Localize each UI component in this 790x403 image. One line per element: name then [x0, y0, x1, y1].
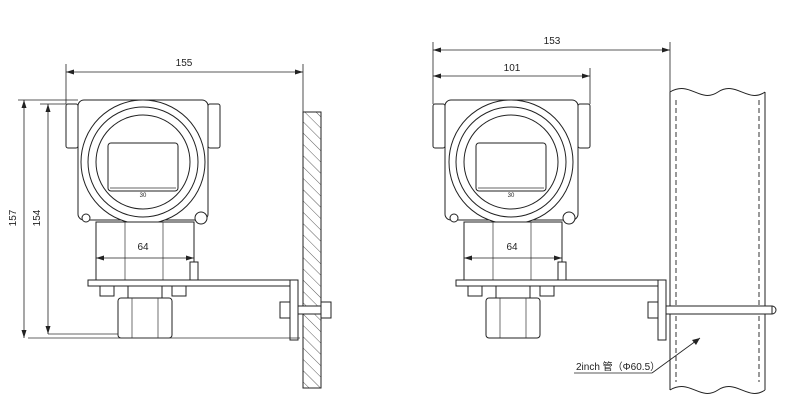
pipe-callout: 2inch 管（Φ60.5）: [574, 337, 701, 374]
dim-64-right-label: 64: [506, 242, 518, 253]
dimension-157: 157: [8, 99, 78, 338]
dimension-153: 153: [432, 36, 671, 104]
transmitter-housing: 30: [65, 99, 221, 225]
dimension-101: 101: [433, 63, 591, 104]
process-connection: [117, 285, 173, 339]
mounting-bracket: [87, 279, 332, 341]
dimension-154: 154: [32, 103, 66, 334]
dim-153-label: 153: [544, 36, 561, 47]
display-mark: 30: [140, 193, 147, 199]
display-mark-right: 30: [508, 193, 515, 199]
dim-64-left-label: 64: [137, 242, 149, 253]
dim-154-label: 154: [32, 209, 43, 226]
dimension-64-right: 64: [464, 242, 562, 261]
wall-mount-view: 30: [8, 58, 332, 389]
mounting-bracket-right: [455, 279, 777, 341]
display-window-right: [475, 142, 547, 192]
dim-101-label: 101: [504, 63, 521, 74]
dim-157-label: 157: [8, 209, 19, 226]
wall: [302, 111, 322, 389]
pipe-mount-view: 30: [432, 36, 777, 394]
pipe-label: 2inch 管（Φ60.5）: [576, 360, 660, 373]
pipe: [669, 88, 766, 394]
dimension-64-left: 64: [96, 242, 194, 261]
transmitter-housing-right: 30: [432, 99, 591, 225]
dimension-155: 155: [65, 58, 304, 112]
process-connection-right: [485, 285, 541, 339]
display-window: [107, 142, 179, 192]
dim-155-label: 155: [176, 58, 193, 69]
